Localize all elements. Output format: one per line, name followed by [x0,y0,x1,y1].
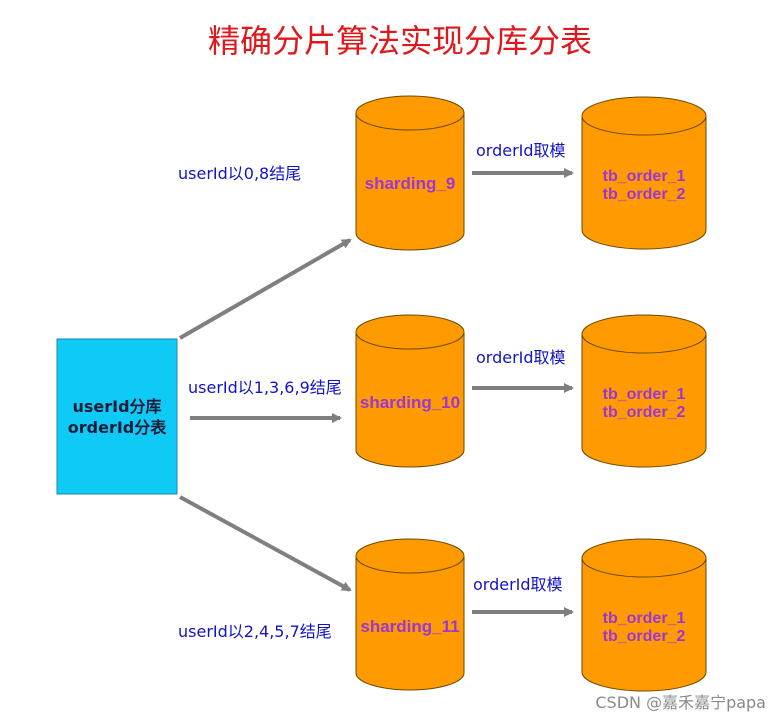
watermark: CSDN @嘉禾嘉宁papa [595,693,766,712]
route-arrow-3 [179,495,352,592]
table-name-3a: tb_order_1 [603,610,686,627]
table-cylinder-2: tb_order_1 tb_order_2 [581,314,707,468]
database-cylinder-3: sharding_11 [355,538,465,691]
database-cylinder-2: sharding_10 [355,314,465,468]
database-name-2: sharding_10 [360,393,460,412]
table-name-1a: tb_order_1 [603,168,686,185]
table-name-3b: tb_order_2 [603,628,686,645]
database-name-1: sharding_9 [365,174,456,193]
database-name-3: sharding_11 [360,617,459,636]
mod-label-3: orderId取模 [473,575,563,594]
route-label-2: userId以1,3,6,9结尾 [188,378,342,397]
table-name-2a: tb_order_1 [603,386,686,403]
table-name-2b: tb_order_2 [603,404,686,421]
route-label-3: userId以2,4,5,7结尾 [178,622,332,641]
table-cylinder-1: tb_order_1 tb_order_2 [581,96,707,250]
route-arrow-1 [179,238,352,340]
route-label-1: userId以0,8结尾 [178,164,301,183]
diagram-title: 精确分片算法实现分库分表 [208,22,592,60]
mod-label-2: orderId取模 [476,348,566,367]
mod-label-1: orderId取模 [476,141,566,160]
source-box-line-1: userId分库 [72,397,161,416]
source-box-line-2: orderId分表 [68,418,167,437]
table-name-1b: tb_order_2 [603,186,686,203]
database-cylinder-1: sharding_9 [355,95,465,251]
source-box: userId分库 orderId分表 [56,338,178,495]
table-cylinder-3: tb_order_1 tb_order_2 [581,538,707,692]
